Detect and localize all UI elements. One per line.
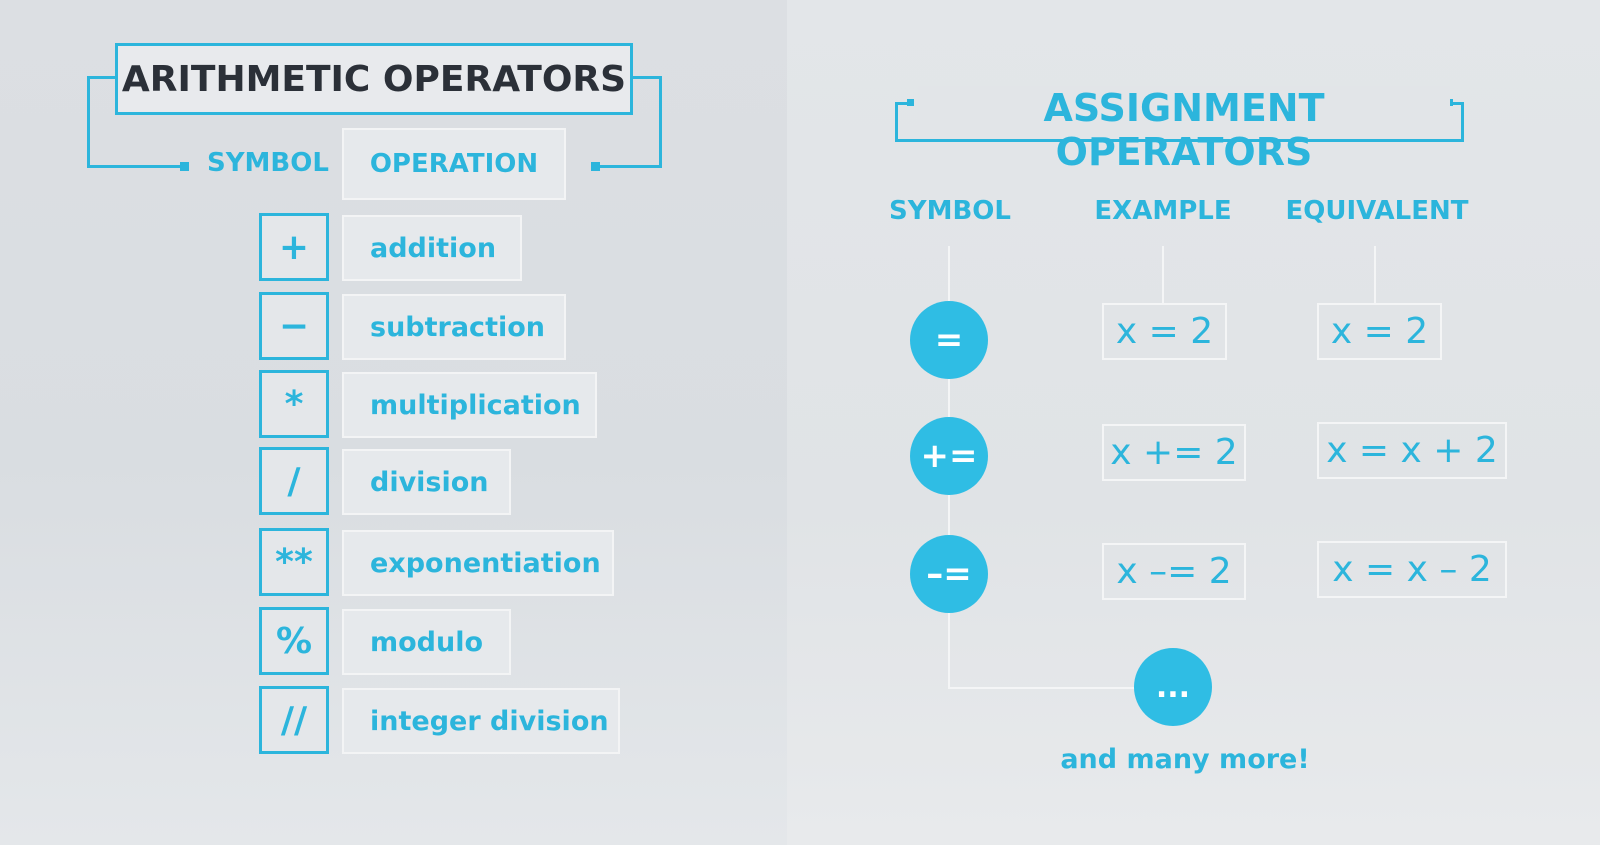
bracket-line	[1452, 102, 1464, 105]
assignment-title: ASSIGNMENT OPERATORS	[918, 86, 1450, 174]
assignment-symbol: =	[910, 301, 988, 379]
more-operators-label: and many more!	[1060, 744, 1310, 775]
operation-label: modulo	[342, 609, 511, 675]
operator-symbol: *	[259, 370, 329, 438]
example-box: x += 2	[1102, 424, 1246, 481]
equivalent-column-header: EQUIVALENT	[1285, 196, 1469, 226]
bracket-line	[87, 76, 116, 79]
operator-symbol: /	[259, 447, 329, 515]
operation-label: addition	[342, 215, 522, 281]
equivalent-box: x = 2	[1317, 303, 1442, 360]
arithmetic-title: ARITHMETIC OPERATORS	[115, 43, 633, 115]
connector-line	[1374, 246, 1376, 304]
equivalent-box: x = x + 2	[1317, 422, 1507, 479]
bracket-end-icon	[907, 99, 914, 106]
assignment-symbol: +=	[910, 417, 988, 495]
operation-header: OPERATION	[342, 128, 566, 200]
operation-label: multiplication	[342, 372, 597, 438]
connector-line	[1162, 246, 1164, 304]
bracket-line	[87, 165, 185, 168]
operation-label: subtraction	[342, 294, 566, 360]
operation-label: integer division	[342, 688, 620, 754]
connector-line	[948, 687, 1138, 689]
assignment-bracket	[895, 104, 1464, 142]
bracket-line	[87, 76, 90, 168]
example-box: x = 2	[1102, 303, 1227, 360]
bracket-line	[659, 76, 662, 168]
operator-symbol: +	[259, 213, 329, 281]
symbol-column-header: SYMBOL	[889, 196, 1011, 226]
equivalent-box: x = x – 2	[1317, 541, 1507, 598]
operator-symbol: //	[259, 686, 329, 754]
symbol-header: SYMBOL	[207, 148, 329, 178]
bracket-end-icon	[180, 162, 189, 171]
bracket-line	[595, 165, 662, 168]
operation-label: exponentiation	[342, 530, 614, 596]
example-box: x –= 2	[1102, 543, 1246, 600]
bracket-end-icon	[591, 162, 600, 171]
operator-symbol: −	[259, 292, 329, 360]
example-column-header: EXAMPLE	[1094, 196, 1232, 226]
operator-symbol: %	[259, 607, 329, 675]
bracket-line	[632, 76, 662, 79]
bracket-line	[895, 102, 907, 105]
assignment-symbol: –=	[910, 535, 988, 613]
operation-label: division	[342, 449, 511, 515]
more-operators-circle: ...	[1134, 648, 1212, 726]
operator-symbol: **	[259, 528, 329, 596]
